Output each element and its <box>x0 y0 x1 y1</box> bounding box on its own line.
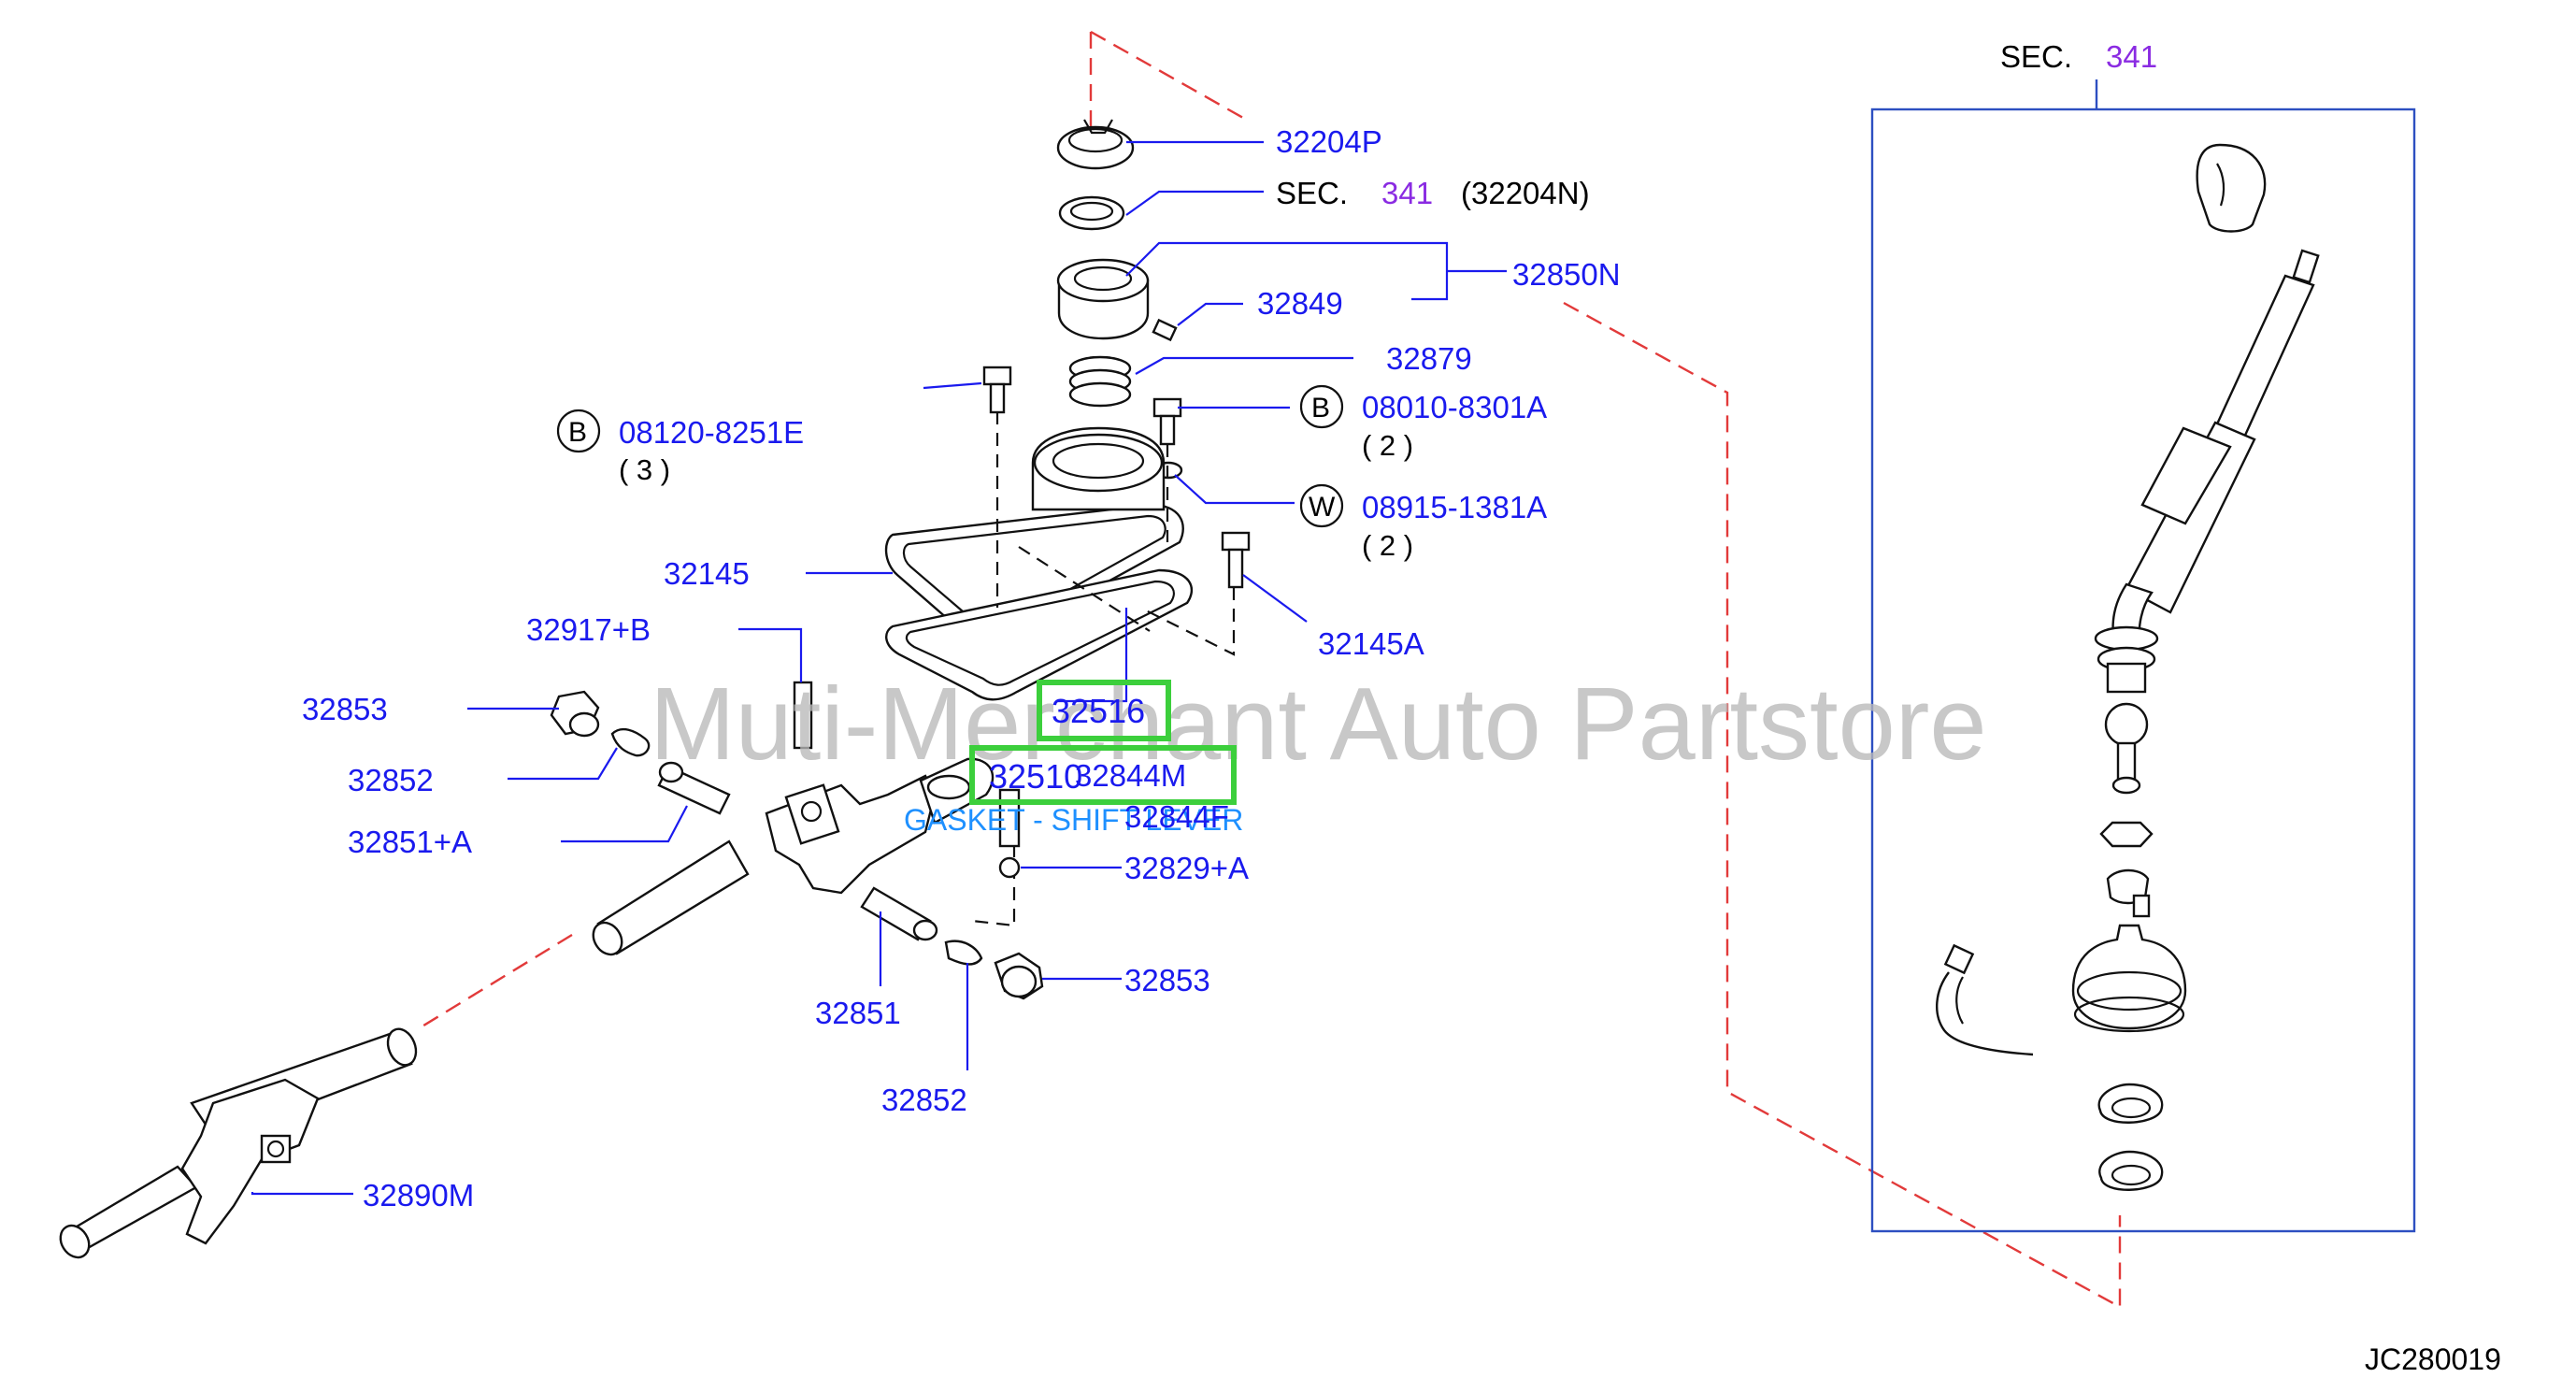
label-32890M[interactable]: 32890M <box>363 1178 474 1213</box>
watermark-text: Muti-Merchant Auto Partstore <box>650 667 1987 782</box>
highlight-box-32510[interactable] <box>969 745 1237 805</box>
left-shifter-assembly <box>59 119 1251 1259</box>
leader-lines <box>250 140 1507 1196</box>
label-32145A[interactable]: 32145A <box>1318 626 1424 661</box>
circle-b-left <box>556 409 601 453</box>
caption-gasket-shift-lever: GASKET - SHIFT LEVER <box>904 803 1243 837</box>
circle-b-right-letter: B <box>1311 393 1330 423</box>
label-32879[interactable]: 32879 <box>1386 341 1472 376</box>
circle-b-left-letter: B <box>568 417 587 448</box>
label-sec-top: SEC. <box>1276 176 1348 210</box>
label-sec-top-number[interactable]: 341 <box>1381 176 1433 210</box>
label-32204N: (32204N) <box>1461 176 1590 210</box>
label-32917B[interactable]: 32917+B <box>526 612 651 647</box>
label-32844F[interactable]: 32844F <box>1124 799 1229 834</box>
label-32516[interactable]: 32516 <box>1052 692 1145 730</box>
label-32849[interactable]: 32849 <box>1257 286 1343 321</box>
sec-341-frame <box>1870 79 2416 1233</box>
label-08915-1381A-qty: ( 2 ) <box>1362 529 1413 562</box>
diagram-code: JC280019 <box>2365 1342 2501 1376</box>
label-sec-right-number[interactable]: 341 <box>2106 39 2157 74</box>
label-32852-bottom[interactable]: 32852 <box>881 1083 967 1117</box>
label-08120-8251E[interactable]: 08120-8251E <box>619 415 804 450</box>
label-32850N[interactable]: 32850N <box>1512 257 1621 292</box>
label-32510[interactable]: 32510 <box>989 757 1082 796</box>
label-32145[interactable]: 32145 <box>664 556 750 591</box>
label-32844M[interactable]: 32844M <box>1075 758 1186 793</box>
shift-lever-assembly <box>1936 143 2320 1191</box>
label-32853-bottom[interactable]: 32853 <box>1124 963 1210 997</box>
label-sec-right: SEC. <box>2000 39 2072 74</box>
circle-w <box>1299 483 1344 528</box>
label-32851A[interactable]: 32851+A <box>348 825 472 859</box>
label-32851[interactable]: 32851 <box>815 996 901 1030</box>
circle-w-letter: W <box>1309 492 1336 523</box>
label-08010-8301A-qty: ( 2 ) <box>1362 429 1413 462</box>
label-08120-8251E-qty: ( 3 ) <box>619 453 670 486</box>
labels: 32204P SEC. 341 (32204N) 32849 32850N 32… <box>302 39 2501 1376</box>
highlight-box-32516[interactable] <box>1037 680 1171 741</box>
label-32852-top[interactable]: 32852 <box>348 763 434 797</box>
red-dashed-lines <box>415 30 2122 1310</box>
label-32829A[interactable]: 32829+A <box>1124 851 1249 885</box>
label-08010-8301A[interactable]: 08010-8301A <box>1362 390 1547 424</box>
circle-b-right <box>1299 384 1344 429</box>
label-32204P[interactable]: 32204P <box>1276 124 1382 159</box>
label-32853-top[interactable]: 32853 <box>302 692 388 726</box>
label-08915-1381A[interactable]: 08915-1381A <box>1362 490 1547 524</box>
